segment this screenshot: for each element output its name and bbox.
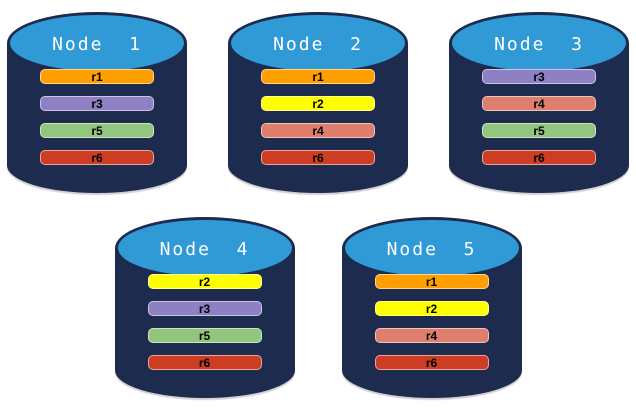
replica-bar: r5	[40, 123, 154, 138]
replica-bar: r4	[374, 328, 489, 343]
replica-label: r2	[312, 96, 324, 111]
node-cylinder: Node 3 r3 r4 r5 r6	[449, 12, 629, 193]
cylinder-top-ellipse: Node 4	[114, 217, 295, 279]
node-cylinder: Node 2 r1 r2 r4 r6	[228, 12, 408, 193]
replica-label: r6	[425, 355, 438, 370]
replica-label: r6	[198, 355, 211, 370]
replica-bar: r3	[482, 69, 596, 84]
replica-bar: r6	[40, 150, 154, 165]
replica-label: r6	[312, 150, 324, 165]
replica-label: r4	[533, 96, 545, 111]
replica-bar: r6	[147, 355, 262, 370]
replica-label: r2	[198, 274, 211, 289]
replica-bar: r6	[482, 150, 596, 165]
replica-bar: r6	[374, 355, 489, 370]
replica-stack: r2 r3 r5 r6	[147, 274, 262, 370]
replica-bar: r5	[482, 123, 596, 138]
replica-stack: r1 r2 r4 r6	[261, 69, 375, 165]
node-title: Node 5	[386, 238, 477, 260]
cylinder-top-ellipse: Node 1	[7, 12, 187, 74]
replica-label: r6	[91, 150, 103, 165]
replica-label: r4	[312, 123, 324, 138]
replica-label: r5	[91, 123, 103, 138]
replica-stack: r3 r4 r5 r6	[482, 69, 596, 165]
node-title: Node 2	[273, 33, 363, 55]
top-row: Node 1 r1 r3 r5 r6 Node 2 r1 r2	[0, 12, 636, 193]
replica-bar: r1	[261, 69, 375, 84]
replica-label: r3	[198, 301, 211, 316]
replica-stack: r1 r3 r5 r6	[40, 69, 154, 165]
replica-bar: r5	[147, 328, 262, 343]
replica-bar: r1	[374, 274, 489, 289]
bottom-row: Node 4 r2 r3 r5 r6 Node 5 r1 r2	[0, 217, 636, 398]
cylinder-top-ellipse: Node 3	[449, 12, 629, 74]
node-cylinder: Node 5 r1 r2 r4 r6	[341, 217, 522, 398]
replica-stack: r1 r2 r4 r6	[374, 274, 489, 370]
replica-bar: r1	[40, 69, 154, 84]
replica-label: r5	[533, 123, 545, 138]
replica-bar: r4	[482, 96, 596, 111]
node-title: Node 1	[52, 33, 142, 55]
replica-label: r1	[425, 274, 438, 289]
replica-label: r1	[91, 69, 103, 84]
replica-bar: r2	[261, 96, 375, 111]
replica-bar: r2	[374, 301, 489, 316]
replica-bar: r3	[147, 301, 262, 316]
node-cylinder: Node 1 r1 r3 r5 r6	[7, 12, 187, 193]
replica-label: r2	[425, 301, 438, 316]
node-title: Node 4	[159, 238, 250, 260]
replica-label: r3	[91, 96, 103, 111]
replica-label: r6	[533, 150, 545, 165]
cylinder-top-ellipse: Node 2	[228, 12, 408, 74]
node-title: Node 3	[494, 33, 584, 55]
replica-label: r1	[312, 69, 324, 84]
node-cylinder: Node 4 r2 r3 r5 r6	[114, 217, 295, 398]
replica-bar: r2	[147, 274, 262, 289]
replica-label: r5	[198, 328, 211, 343]
replica-bar: r3	[40, 96, 154, 111]
replica-label: r4	[425, 328, 438, 343]
replica-bar: r6	[261, 150, 375, 165]
cylinder-top-ellipse: Node 5	[341, 217, 522, 279]
replica-bar: r4	[261, 123, 375, 138]
replica-label: r3	[533, 69, 545, 84]
